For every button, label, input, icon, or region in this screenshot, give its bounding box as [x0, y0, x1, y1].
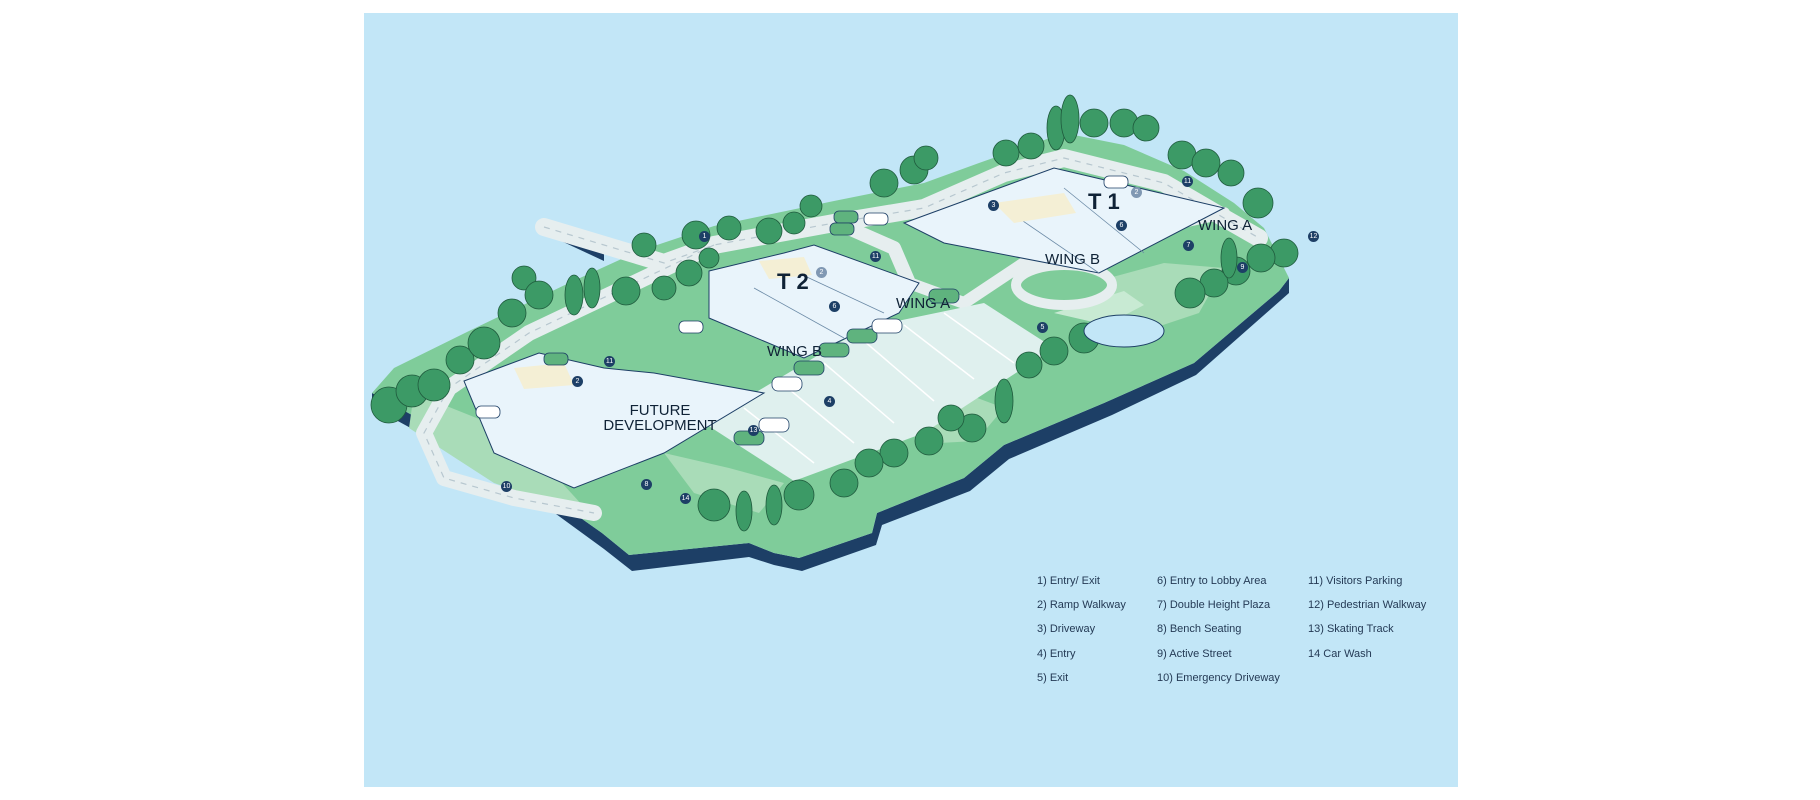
marker-2-ramp-walkway-t2[interactable]: 2 [816, 267, 827, 278]
marker-9-active-street[interactable]: 9 [1237, 262, 1248, 273]
legend-item: 12) Pedestrian Walkway [1308, 599, 1427, 611]
marker-6-lobby-t1[interactable]: 6 [1116, 220, 1127, 231]
legend-item: 8) Bench Seating [1157, 623, 1242, 635]
marker-11-visitors-parking-t1[interactable]: 11 [1182, 176, 1193, 187]
legend-item: 6) Entry to Lobby Area [1157, 575, 1267, 587]
legend-item: 3) Driveway [1037, 623, 1096, 635]
marker-4-entry[interactable]: 4 [824, 396, 835, 407]
legend-item: 14 Car Wash [1308, 648, 1372, 660]
plazas [514, 193, 1076, 389]
marker-3-driveway[interactable]: 3 [988, 200, 999, 211]
legend-item: 10) Emergency Driveway [1157, 672, 1280, 684]
legend-item: 9) Active Street [1157, 648, 1232, 660]
marker-2-ramp-walkway[interactable]: 2 [572, 376, 583, 387]
marker-12-pedestrian-walkway[interactable]: 12 [1308, 231, 1319, 242]
marker-5-exit[interactable]: 5 [1037, 322, 1048, 333]
site-plan-illustration [370, 94, 1299, 571]
legend-item: 13) Skating Track [1308, 623, 1394, 635]
building-t2 [708, 244, 920, 359]
marker-13-skating-track[interactable]: 13 [748, 425, 759, 436]
roundabout-pond [1083, 314, 1165, 348]
marker-1-entry-exit[interactable]: 1 [699, 231, 710, 242]
site-map-panel: T 1 T 2 WING A WING B WING A WING B FUTU… [364, 13, 1458, 787]
marker-11-visitors-parking-t2[interactable]: 11 [870, 251, 881, 262]
map-legend: 1) Entry/ Exit 2) Ramp Walkway 3) Drivew… [1037, 575, 1457, 715]
legend-item: 1) Entry/ Exit [1037, 575, 1100, 587]
legend-item: 2) Ramp Walkway [1037, 599, 1126, 611]
trees [370, 94, 1299, 532]
marker-10-emergency-driveway[interactable]: 10 [501, 481, 512, 492]
cars [475, 175, 1129, 446]
marker-11-visitors-parking-future[interactable]: 11 [604, 356, 615, 367]
legend-item: 11) Visitors Parking [1308, 575, 1403, 587]
legend-item: 5) Exit [1037, 672, 1069, 684]
legend-item: 7) Double Height Plaza [1157, 599, 1271, 611]
marker-14-car-wash[interactable]: 14 [680, 493, 691, 504]
marker-8-bench-seating[interactable]: 8 [641, 479, 652, 490]
road-dashes [423, 157, 1260, 514]
marker-6-lobby-t2[interactable]: 6 [829, 301, 840, 312]
marker-2-ramp-walkway-t1[interactable]: 2 [1131, 187, 1142, 198]
parking-lot [704, 303, 1054, 481]
legend-item: 4) Entry [1037, 648, 1076, 660]
marker-7-double-height-plaza[interactable]: 7 [1183, 240, 1194, 251]
